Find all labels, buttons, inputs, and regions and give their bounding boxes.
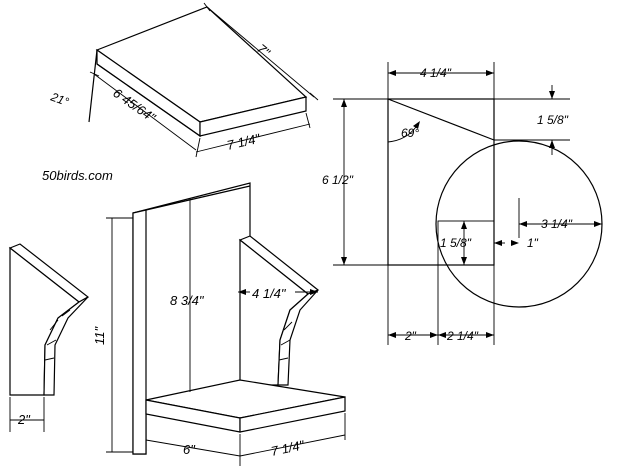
side-bottom-right-dim: 2 1/4" (446, 329, 479, 343)
side-radius-dim: 3 1/4" (541, 217, 573, 231)
side-hole-height-dim: 1 5/8" (440, 236, 472, 250)
side-angle-dim: 69° (401, 126, 419, 140)
assembled-house (106, 182, 346, 466)
house-base-depth-dim: 6" (183, 442, 196, 457)
side-view (333, 62, 603, 345)
roof-angle-dim: 21° (48, 89, 71, 109)
side-bottom-left-dim: 2" (404, 329, 417, 343)
roof-front-dim: 7 1/4" (225, 130, 262, 152)
side-offset-dim: 1" (527, 236, 539, 250)
house-height-dim: 11" (92, 326, 107, 345)
roof-panel (88, 2, 319, 158)
side-bracket (8, 243, 90, 432)
house-side-dim: 4 1/4" (252, 286, 287, 301)
side-right-top-dim: 1 5/8" (537, 113, 569, 127)
side-left-dim: 6 1/2" (322, 173, 354, 187)
bracket-width-dim: 2" (17, 412, 31, 427)
house-base-width-dim: 7 1/4" (270, 437, 307, 459)
side-top-dim: 4 1/4" (420, 66, 452, 80)
site-credit: 50birds.com (42, 168, 113, 183)
house-inner-height-dim: 8 3/4" (170, 293, 205, 308)
